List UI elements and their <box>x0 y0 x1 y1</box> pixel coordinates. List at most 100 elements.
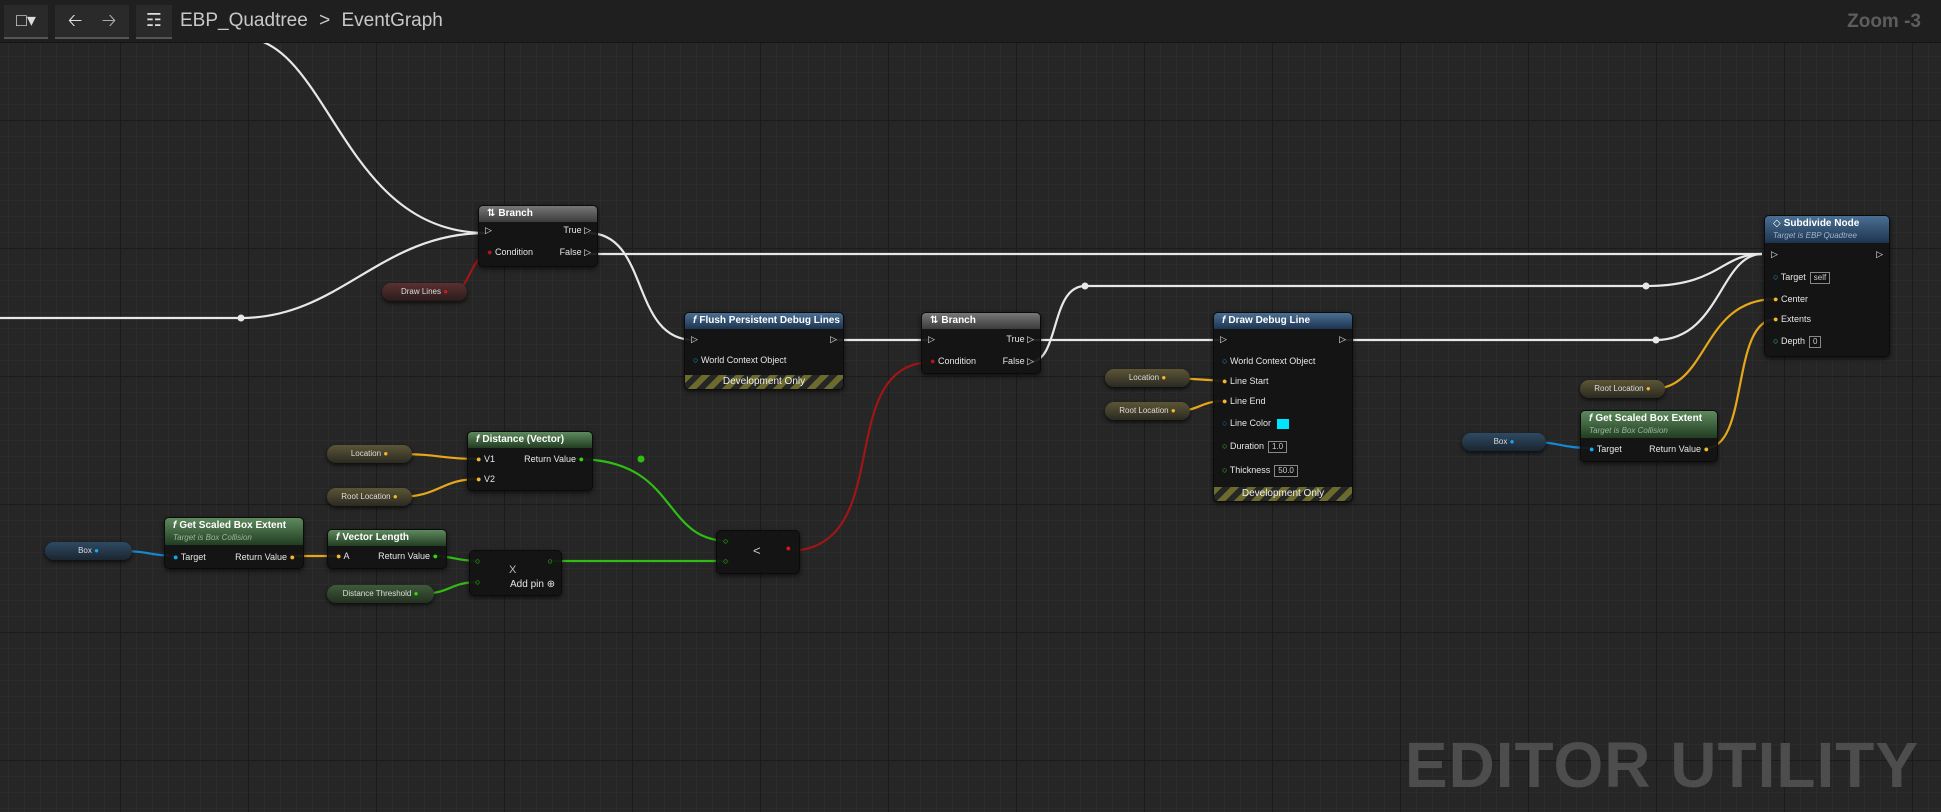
wire-distance-less <box>575 457 730 543</box>
multiply-input-a-pin[interactable]: ○ <box>475 556 481 566</box>
breadcrumb: EBP_Quadtree > EventGraph <box>180 10 443 32</box>
graph-hierarchy-button[interactable]: ☶ <box>136 5 172 39</box>
thickness-input[interactable]: 50.0 <box>1274 465 1298 477</box>
line-color-swatch[interactable] <box>1276 418 1289 429</box>
exec-out-pin[interactable]: ▷ <box>830 334 837 344</box>
development-only-banner: Development Only <box>1214 487 1352 501</box>
branch-node-2[interactable]: ⇅Branch ▷ True ▷ ● Condition False ▷ <box>921 312 1041 374</box>
extents-pin[interactable]: ● Extents <box>1773 314 1811 324</box>
exec-in-pin[interactable]: ▷ <box>1771 249 1778 259</box>
center-pin[interactable]: ● Center <box>1773 294 1808 304</box>
v1-pin[interactable]: ● V1 <box>476 454 495 464</box>
breadcrumb-current[interactable]: EventGraph <box>341 10 443 31</box>
less-input-a-pin[interactable]: ○ <box>723 536 729 546</box>
condition-pin[interactable]: ● Condition <box>487 247 533 257</box>
false-pin[interactable]: False ▷ <box>559 247 591 257</box>
location-variable-1[interactable]: Location ● <box>327 445 412 463</box>
wire-draw-out <box>1342 252 1763 342</box>
exec-out-pin[interactable]: ▷ <box>1876 249 1883 259</box>
line-start-pin[interactable]: ● Line Start <box>1222 376 1269 386</box>
true-pin[interactable]: True ▷ <box>563 225 591 235</box>
root-location-variable-3[interactable]: Root Location ● <box>1580 380 1665 398</box>
add-pin-button[interactable]: Add pin ⊕ <box>510 579 556 590</box>
wire-root3-center <box>1651 297 1777 391</box>
exec-out-pin[interactable]: ▷ <box>1339 334 1346 344</box>
development-only-banner: Development Only <box>685 375 843 389</box>
world-context-pin[interactable]: ○ World Context Object <box>693 355 787 365</box>
arrow-right-icon[interactable]: 🡢 <box>101 10 117 30</box>
root-location-variable-1[interactable]: Root Location ● <box>327 488 412 506</box>
add-circle-icon: ⊕ <box>546 579 556 590</box>
a-pin[interactable]: ● A <box>336 551 350 561</box>
box-variable-1[interactable]: Box ● <box>45 542 132 560</box>
box-variable-2[interactable]: Box ● <box>1462 433 1546 451</box>
condition-pin[interactable]: ● Condition <box>930 356 976 366</box>
wire-less-cond <box>786 360 934 553</box>
distance-threshold-variable[interactable]: Distance Threshold ● <box>327 585 434 603</box>
true-pin[interactable]: True ▷ <box>1006 334 1034 344</box>
wire-exec-in-top <box>239 35 487 235</box>
breadcrumb-parent[interactable]: EBP_Quadtree <box>180 10 308 31</box>
exec-in-pin[interactable]: ▷ <box>1220 334 1227 344</box>
return-value-pin[interactable]: Return Value ● <box>1649 444 1709 454</box>
exec-in-pin[interactable]: ▷ <box>928 334 935 344</box>
graph-toolbar: □▾ 🡠🡢 ☶ EBP_Quadtree > EventGraph Zoom -… <box>0 0 1941 43</box>
exec-in-pin[interactable]: ▷ <box>485 225 492 235</box>
line-color-pin[interactable]: ○ Line Color <box>1222 418 1289 429</box>
branch-node-1[interactable]: ⇅Branch ▷ True ▷ ● Condition False ▷ <box>478 205 598 267</box>
bookmark-icon: □▾ <box>16 10 36 30</box>
return-value-pin[interactable]: Return Value ● <box>235 552 295 562</box>
multiply-input-b-pin[interactable]: ○ <box>475 577 481 587</box>
exec-in-pin[interactable]: ▷ <box>691 334 698 344</box>
bookmark-button[interactable]: □▾ <box>4 5 48 39</box>
depth-input[interactable]: 0 <box>1808 336 1822 348</box>
duration-input[interactable]: 1.0 <box>1267 441 1288 453</box>
function-icon: f <box>1222 315 1226 326</box>
multiply-output-pin[interactable]: ○ <box>547 556 553 566</box>
less-input-b-pin[interactable]: ○ <box>723 556 729 566</box>
node-header: ⇅Branch <box>922 313 1040 329</box>
draw-lines-variable[interactable]: Draw Lines ● <box>382 283 467 301</box>
world-context-pin[interactable]: ○ World Context Object <box>1222 356 1316 366</box>
multiply-node[interactable]: ○ ○ ○ X Add pin ⊕ <box>469 550 562 596</box>
v2-pin[interactable]: ● V2 <box>476 474 495 484</box>
less-output-pin[interactable]: ● <box>785 543 791 553</box>
return-value-pin[interactable]: Return Value ● <box>378 551 438 561</box>
target-input[interactable]: self <box>1809 272 1831 284</box>
target-pin[interactable]: ● Target <box>1589 444 1622 454</box>
return-value-pin[interactable]: Return Value ● <box>524 454 584 464</box>
branch-icon: ⇅ <box>930 315 939 326</box>
function-icon: f <box>173 520 177 531</box>
function-icon: f <box>476 434 480 445</box>
line-end-pin[interactable]: ● Line End <box>1222 396 1266 406</box>
location-variable-2[interactable]: Location ● <box>1105 369 1190 387</box>
node-header: ⇅Branch <box>479 206 597 222</box>
function-icon: f <box>693 315 697 326</box>
wire-scaled2-extents <box>1705 317 1777 450</box>
arrow-left-icon[interactable]: 🡠 <box>67 10 83 30</box>
target-pin[interactable]: ● Target <box>173 552 206 562</box>
root-location-variable-2[interactable]: Root Location ● <box>1105 402 1190 420</box>
less-than-node[interactable]: ○ ○ < ● <box>716 530 800 574</box>
false-pin[interactable]: False ▷ <box>1002 356 1034 366</box>
function-icon: f <box>1589 413 1593 424</box>
